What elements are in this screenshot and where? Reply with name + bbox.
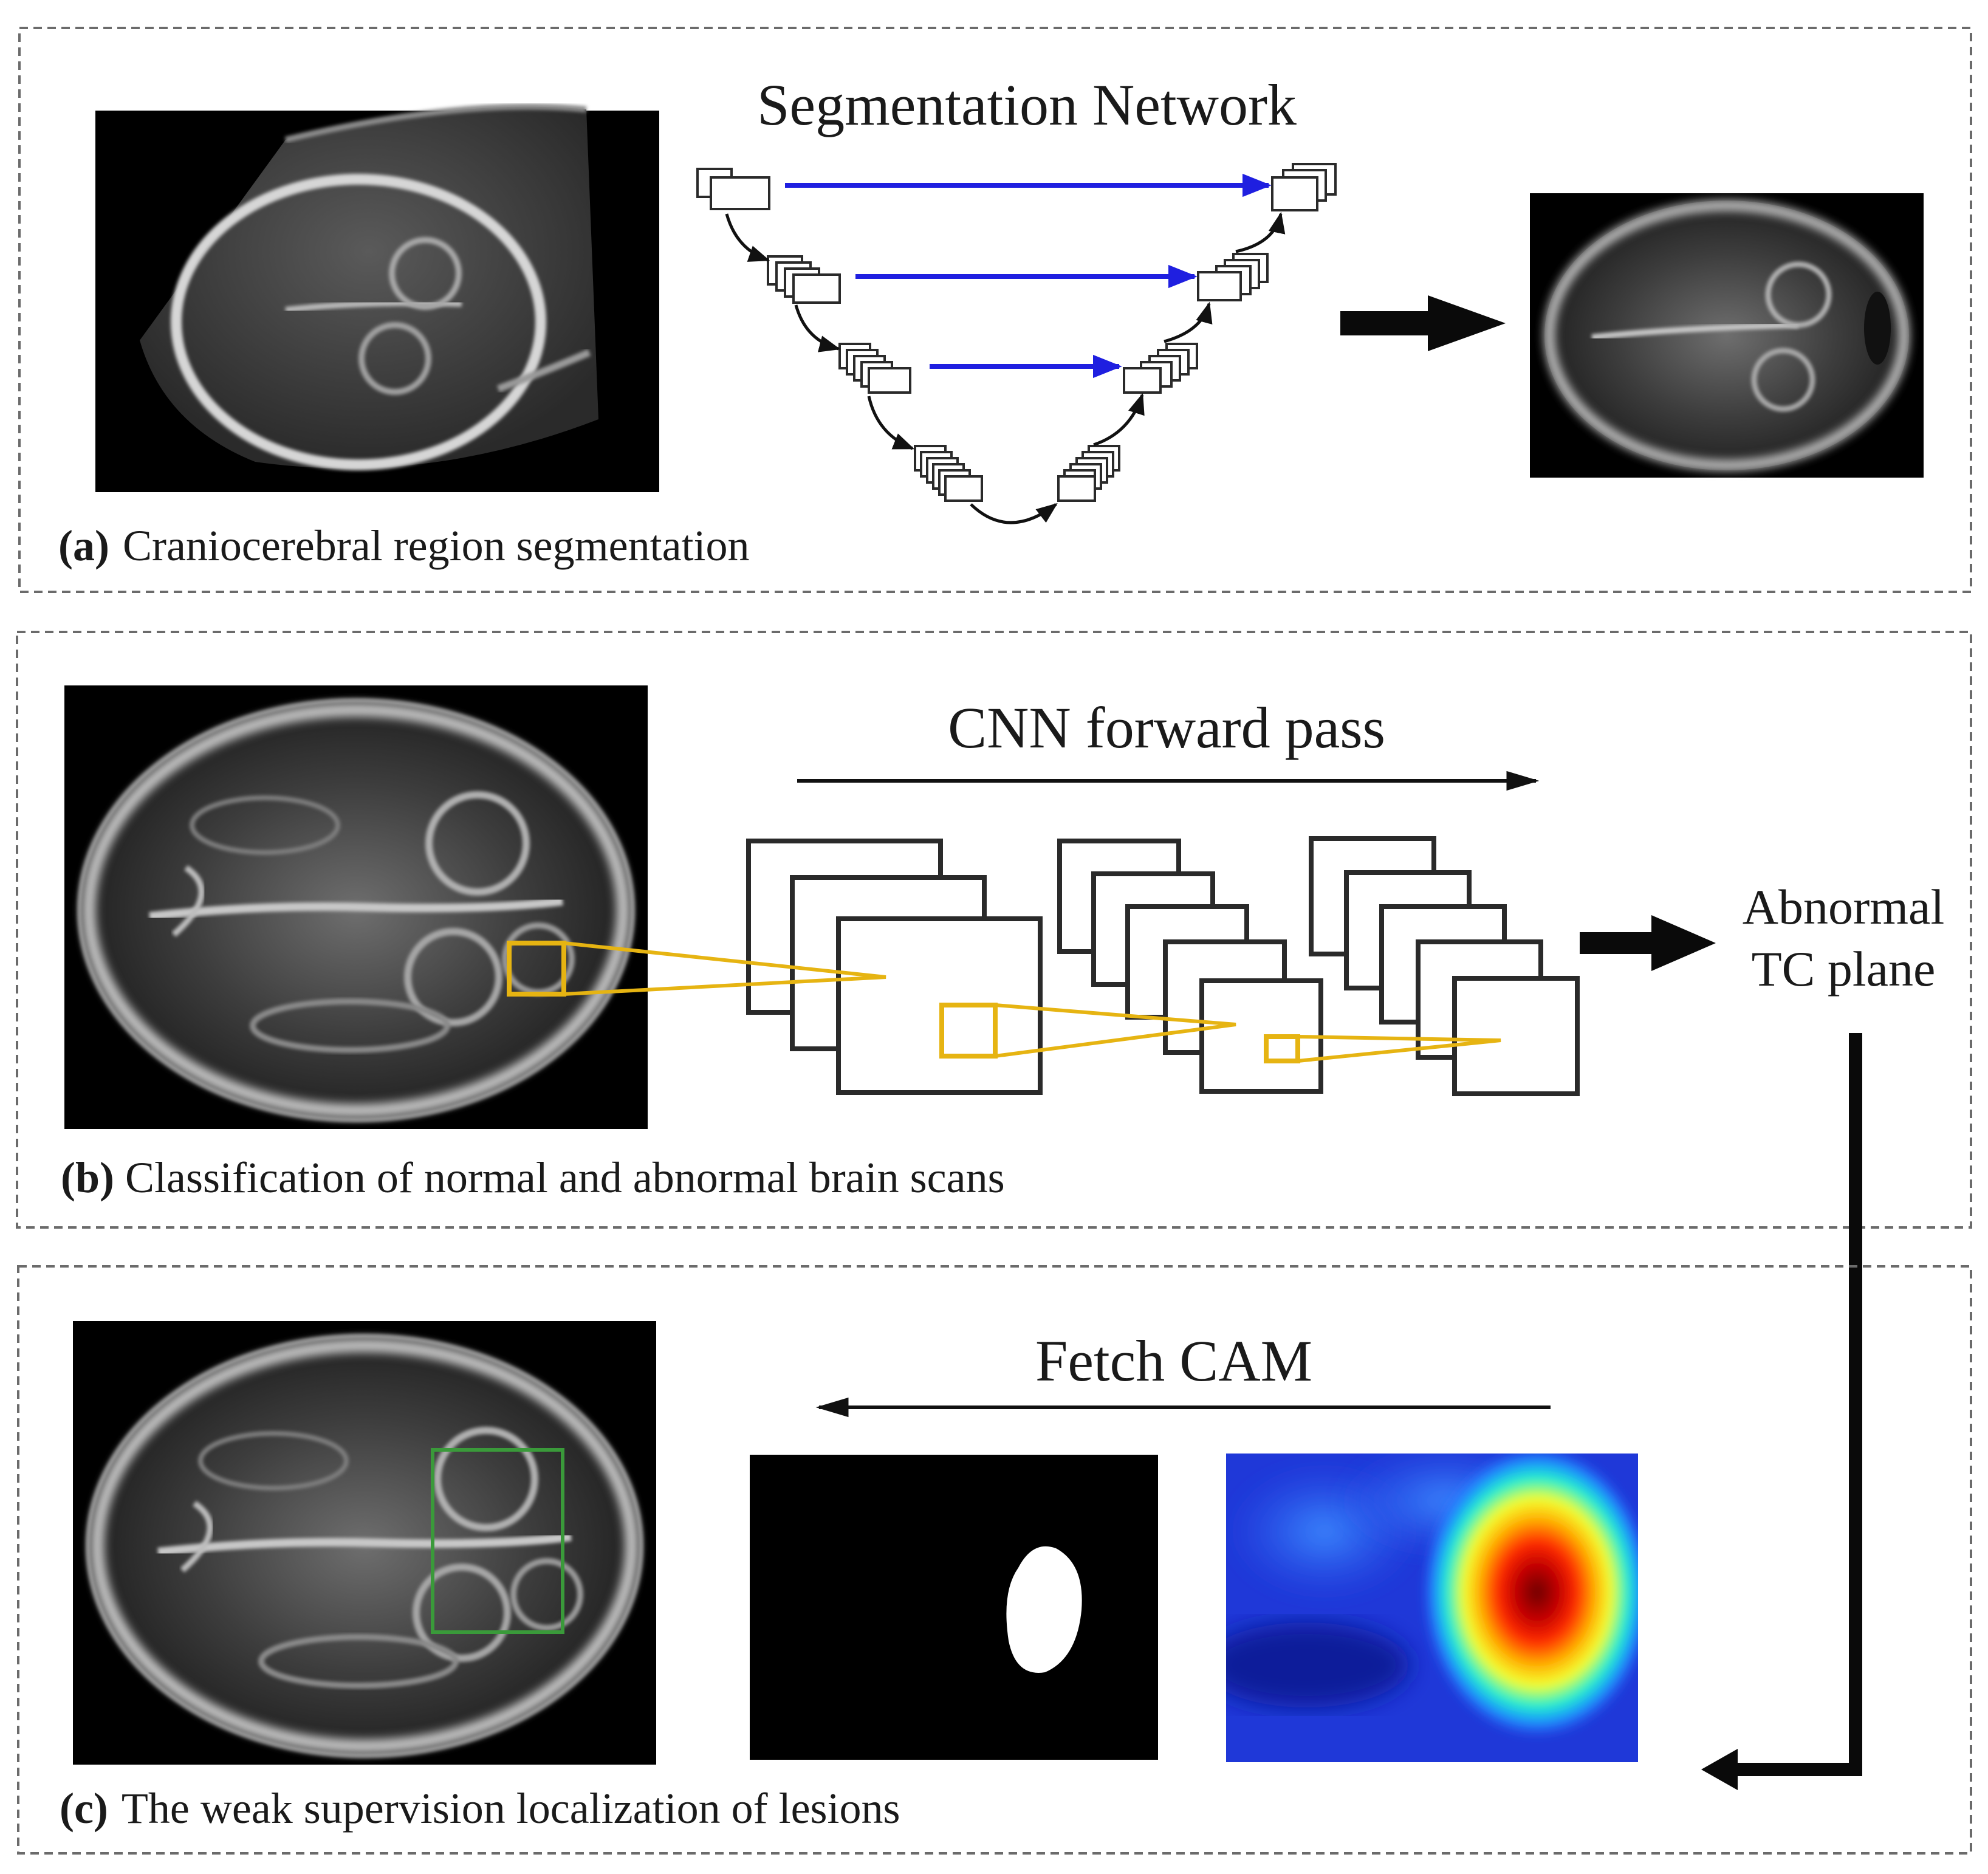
downsample-arrow-1: [725, 213, 770, 262]
bottleneck-decoder: [1057, 445, 1120, 502]
binary-mask-image: [750, 1455, 1158, 1760]
decoder-block-1: [1271, 163, 1337, 211]
downsample-arrow-3: [867, 396, 915, 450]
receptive-projection-2: [993, 1003, 1236, 1059]
encoder-block-2: [767, 255, 841, 304]
decoder-block-3: [1123, 343, 1198, 394]
unet-diagram: [696, 163, 1337, 524]
result-to-cam-connector: [1723, 1033, 1862, 1776]
panel-b-caption: (b)Classification of normal and abnormal…: [61, 1153, 1005, 1202]
panel-b-frame: [16, 631, 1972, 1229]
input-skull-image-b: [64, 685, 648, 1129]
panel-a-caption-text: Craniocerebral region segmentation: [123, 521, 750, 570]
lesion-bounding-box: [431, 1448, 564, 1634]
panel-c-letter: (c): [60, 1784, 108, 1833]
segmentation-network-title: Segmentation Network: [757, 72, 1297, 137]
left-arrow-icon: [1701, 1749, 1738, 1790]
cnn-forward-pass-title: CNN forward pass: [948, 695, 1385, 760]
bottleneck-encoder: [914, 445, 983, 502]
encoder-block-3: [838, 343, 911, 394]
panel-a-letter: (a): [58, 521, 109, 570]
decoder-block-2: [1197, 253, 1269, 301]
panel-c-caption: (c) The weak supervision localization of …: [60, 1784, 900, 1833]
encoder-block-1: [696, 168, 770, 210]
input-ultrasound-image: [95, 103, 659, 492]
abnormal-result-line2: TC plane: [1752, 941, 1936, 997]
abnormal-result-line1: Abnormal: [1743, 879, 1944, 935]
classification-arrow-icon: [1580, 915, 1716, 971]
upsample-arrow-2: [1164, 301, 1213, 343]
panel-b-letter: (b): [61, 1153, 114, 1202]
upsample-arrow-3: [1235, 211, 1286, 253]
panel-c-caption-text: The weak supervision localization of les…: [122, 1784, 900, 1833]
conv-layer-2: [1057, 839, 1323, 1094]
conv-layer-1: [746, 839, 1043, 1095]
bottleneck-arrow: [970, 503, 1058, 524]
fetch-cam-title: Fetch CAM: [1035, 1328, 1312, 1393]
receptive-projection-1: [562, 941, 886, 997]
downsample-arrow-2: [794, 304, 841, 352]
receptive-projection-3: [1296, 1034, 1501, 1063]
upsample-arrow-1: [1093, 393, 1145, 447]
localized-skull-image: [73, 1321, 656, 1765]
panel-c-frame: [17, 1265, 1972, 1855]
panel-a-caption: (a) Craniocerebral region segmentation: [58, 521, 750, 570]
cam-heatmap-image: [1226, 1454, 1638, 1762]
segmented-output-image: [1530, 193, 1924, 478]
right-arrow-icon: [1340, 295, 1506, 351]
panel-b-caption-text: Classification of normal and abnormal br…: [125, 1153, 1005, 1202]
